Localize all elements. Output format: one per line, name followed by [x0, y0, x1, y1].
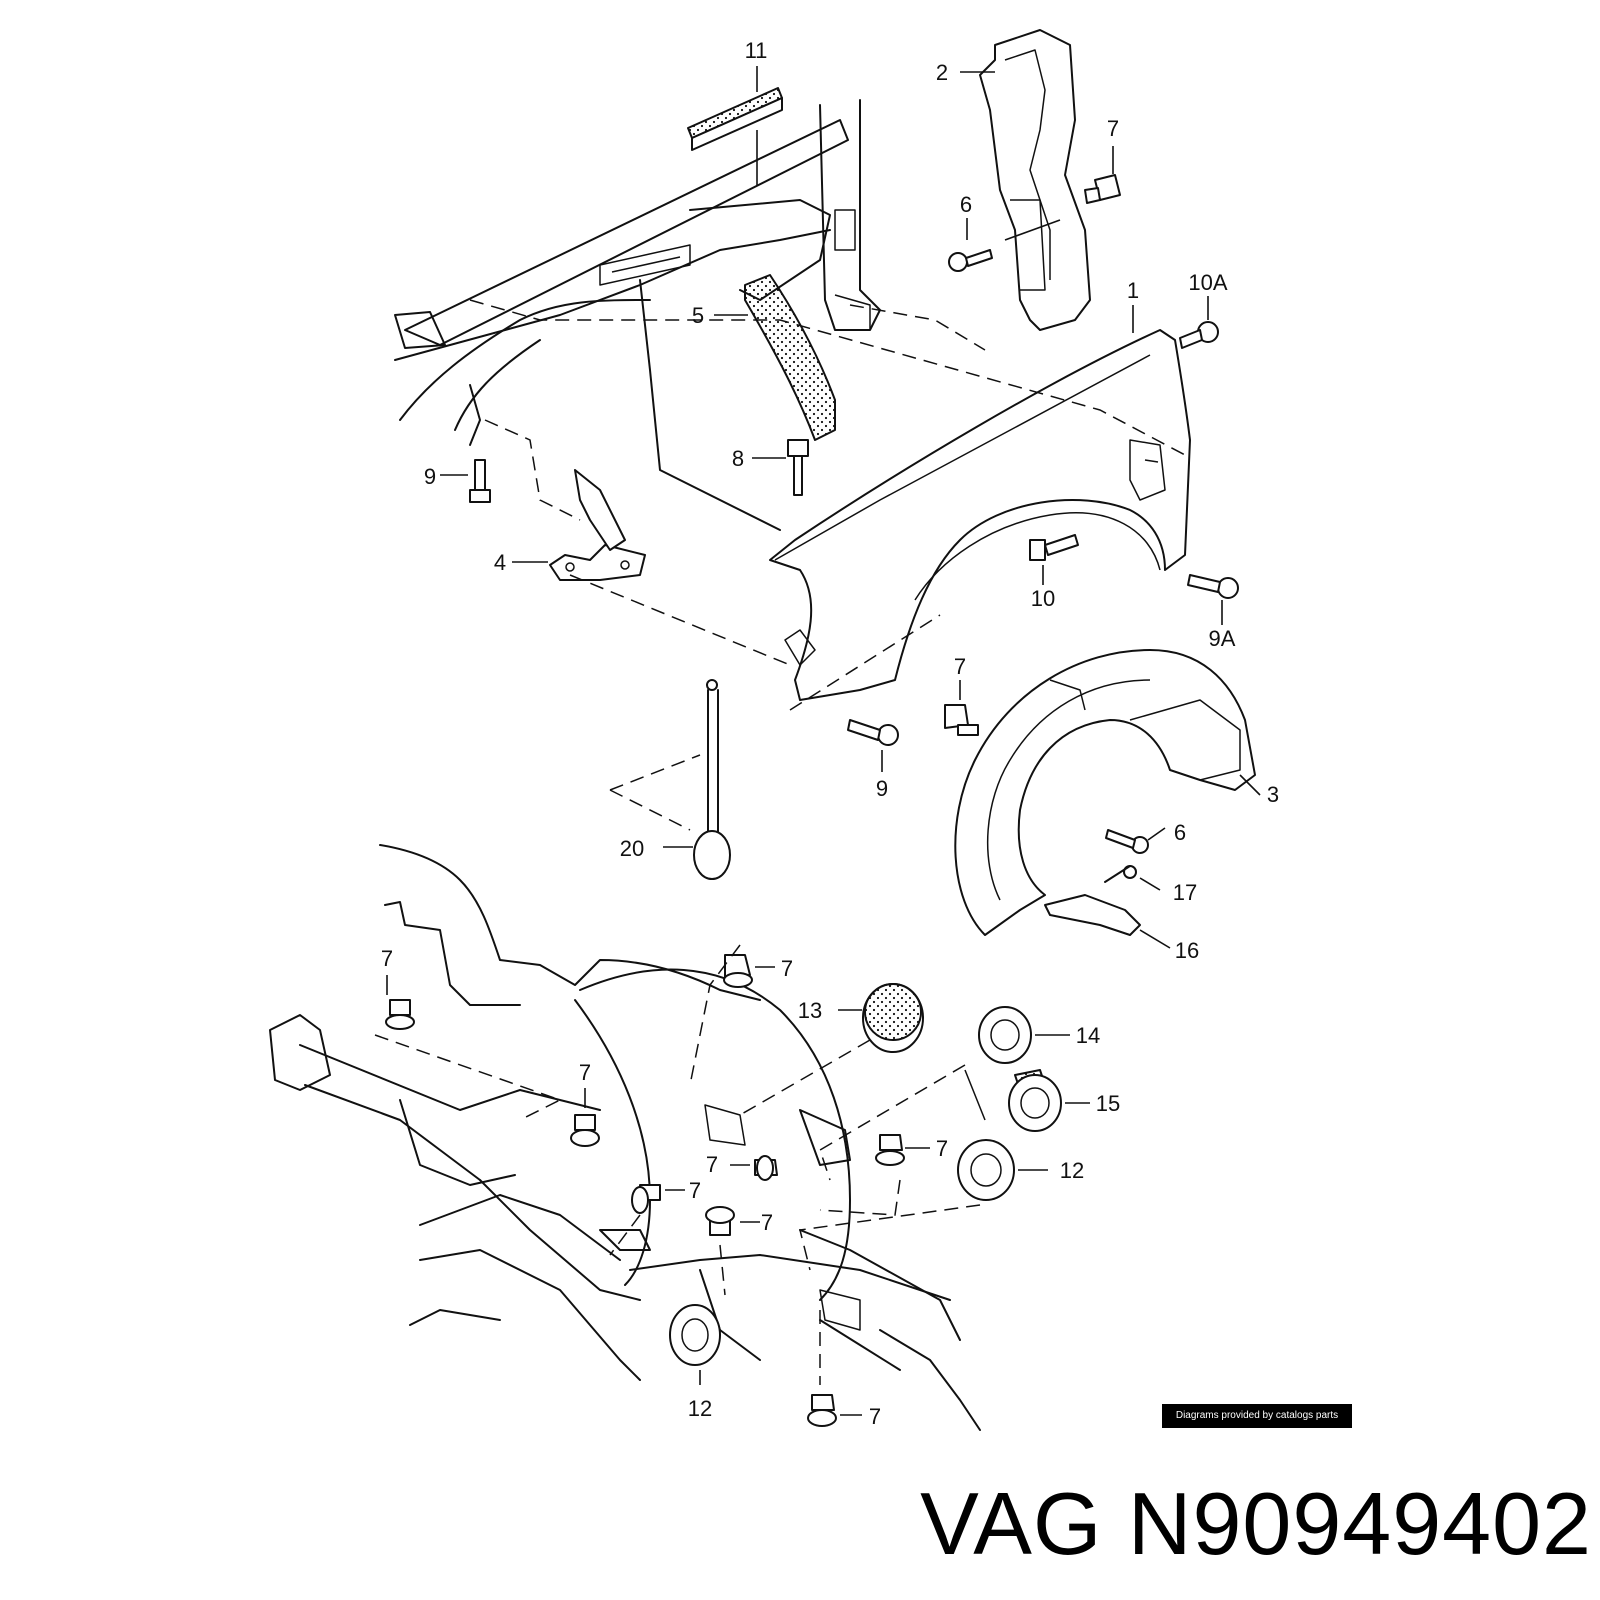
diagram-credit: Diagrams provided by catalogs parts: [1162, 1404, 1352, 1428]
label-7: 7: [579, 1060, 591, 1085]
label-12: 12: [1060, 1158, 1084, 1183]
label-7: 7: [936, 1136, 948, 1161]
bolt-8: [752, 439, 809, 496]
clip-7-lower-b: [385, 975, 415, 1030]
part-12-grommet-right: [957, 1139, 1048, 1201]
bolt-10: [1029, 534, 1079, 585]
bolt-9A: [1187, 574, 1239, 625]
label-8: 8: [732, 446, 744, 471]
bolt-10A: [1179, 296, 1219, 349]
label-7: 7: [761, 1210, 773, 1235]
clip-7-lower-h: [807, 1394, 862, 1427]
bolt-6-middle: [1105, 827, 1166, 854]
label-7: 7: [689, 1178, 701, 1203]
assembly-lines-upper: [469, 219, 1186, 831]
part-5-insulation-pad: [714, 274, 836, 441]
part-17-clip: [1104, 865, 1161, 891]
clip-7-lower-g: [705, 1206, 760, 1236]
bolt-9-upper: [440, 459, 491, 503]
assembly-lines-lower: [374, 944, 986, 1385]
clip-7-lower-d: [875, 1134, 930, 1166]
part-4-bracket: [512, 469, 646, 581]
label-9A: 9A: [1209, 626, 1236, 651]
label-13: 13: [798, 998, 822, 1023]
label-10: 10: [1031, 586, 1055, 611]
part-1-wing-panel: [769, 305, 1191, 701]
part-number-title: VAG N90949402: [920, 1480, 1592, 1568]
label-10A: 10A: [1188, 270, 1227, 295]
clip-7-lower-c: [570, 1088, 600, 1147]
part-number: N90949402: [1127, 1474, 1592, 1573]
label-7: 7: [381, 946, 393, 971]
bolt-6-upper: [948, 218, 993, 272]
label-5: 5: [692, 303, 704, 328]
clip-7-middle: [944, 680, 979, 736]
part-20-seal-rod: [663, 679, 731, 880]
part-3-wheel-housing-liner: [954, 649, 1261, 936]
label-17: 17: [1173, 880, 1197, 905]
part-2-bracket: [960, 29, 1091, 331]
label-11: 11: [745, 38, 768, 63]
label-6: 6: [960, 192, 972, 217]
label-7: 7: [869, 1404, 881, 1429]
bolt-9-middle: [847, 719, 899, 772]
label-20: 20: [620, 836, 644, 861]
label-7: 7: [781, 956, 793, 981]
label-7: 7: [706, 1152, 718, 1177]
part-11-seal-strip: [687, 66, 783, 185]
part-15-grommet: [1008, 1069, 1090, 1132]
brand-name: VAG: [920, 1474, 1103, 1573]
label-12: 12: [688, 1396, 712, 1421]
clip-7-lower-e: [730, 1155, 778, 1181]
label-7: 7: [1107, 116, 1119, 141]
label-4: 4: [494, 550, 506, 575]
label-2: 2: [936, 60, 948, 85]
label-14: 14: [1076, 1023, 1100, 1048]
clip-7-lower-a: [723, 954, 775, 988]
label-16: 16: [1175, 938, 1199, 963]
inner-body-structure: [394, 99, 881, 531]
clip-7-lower-f: [631, 1184, 685, 1214]
label-9: 9: [424, 464, 436, 489]
label-1: 1: [1127, 278, 1139, 303]
label-6: 6: [1174, 820, 1186, 845]
label-3: 3: [1267, 782, 1279, 807]
label-9: 9: [876, 776, 888, 801]
label-15: 15: [1096, 1091, 1120, 1116]
part-14-grommet: [978, 1006, 1070, 1064]
front-subframe-structure: [269, 844, 981, 1431]
part-12-grommet-left: [669, 1304, 721, 1385]
label-7: 7: [954, 654, 966, 679]
clip-7-upper: [1084, 146, 1121, 204]
part-16-bracket: [1044, 894, 1171, 949]
part-labels: 11 2 7 6 5 1 10A 9 8 4 10 9A 7 3 6 9 20 …: [381, 38, 1279, 1429]
part-13-cap: [739, 983, 924, 1116]
